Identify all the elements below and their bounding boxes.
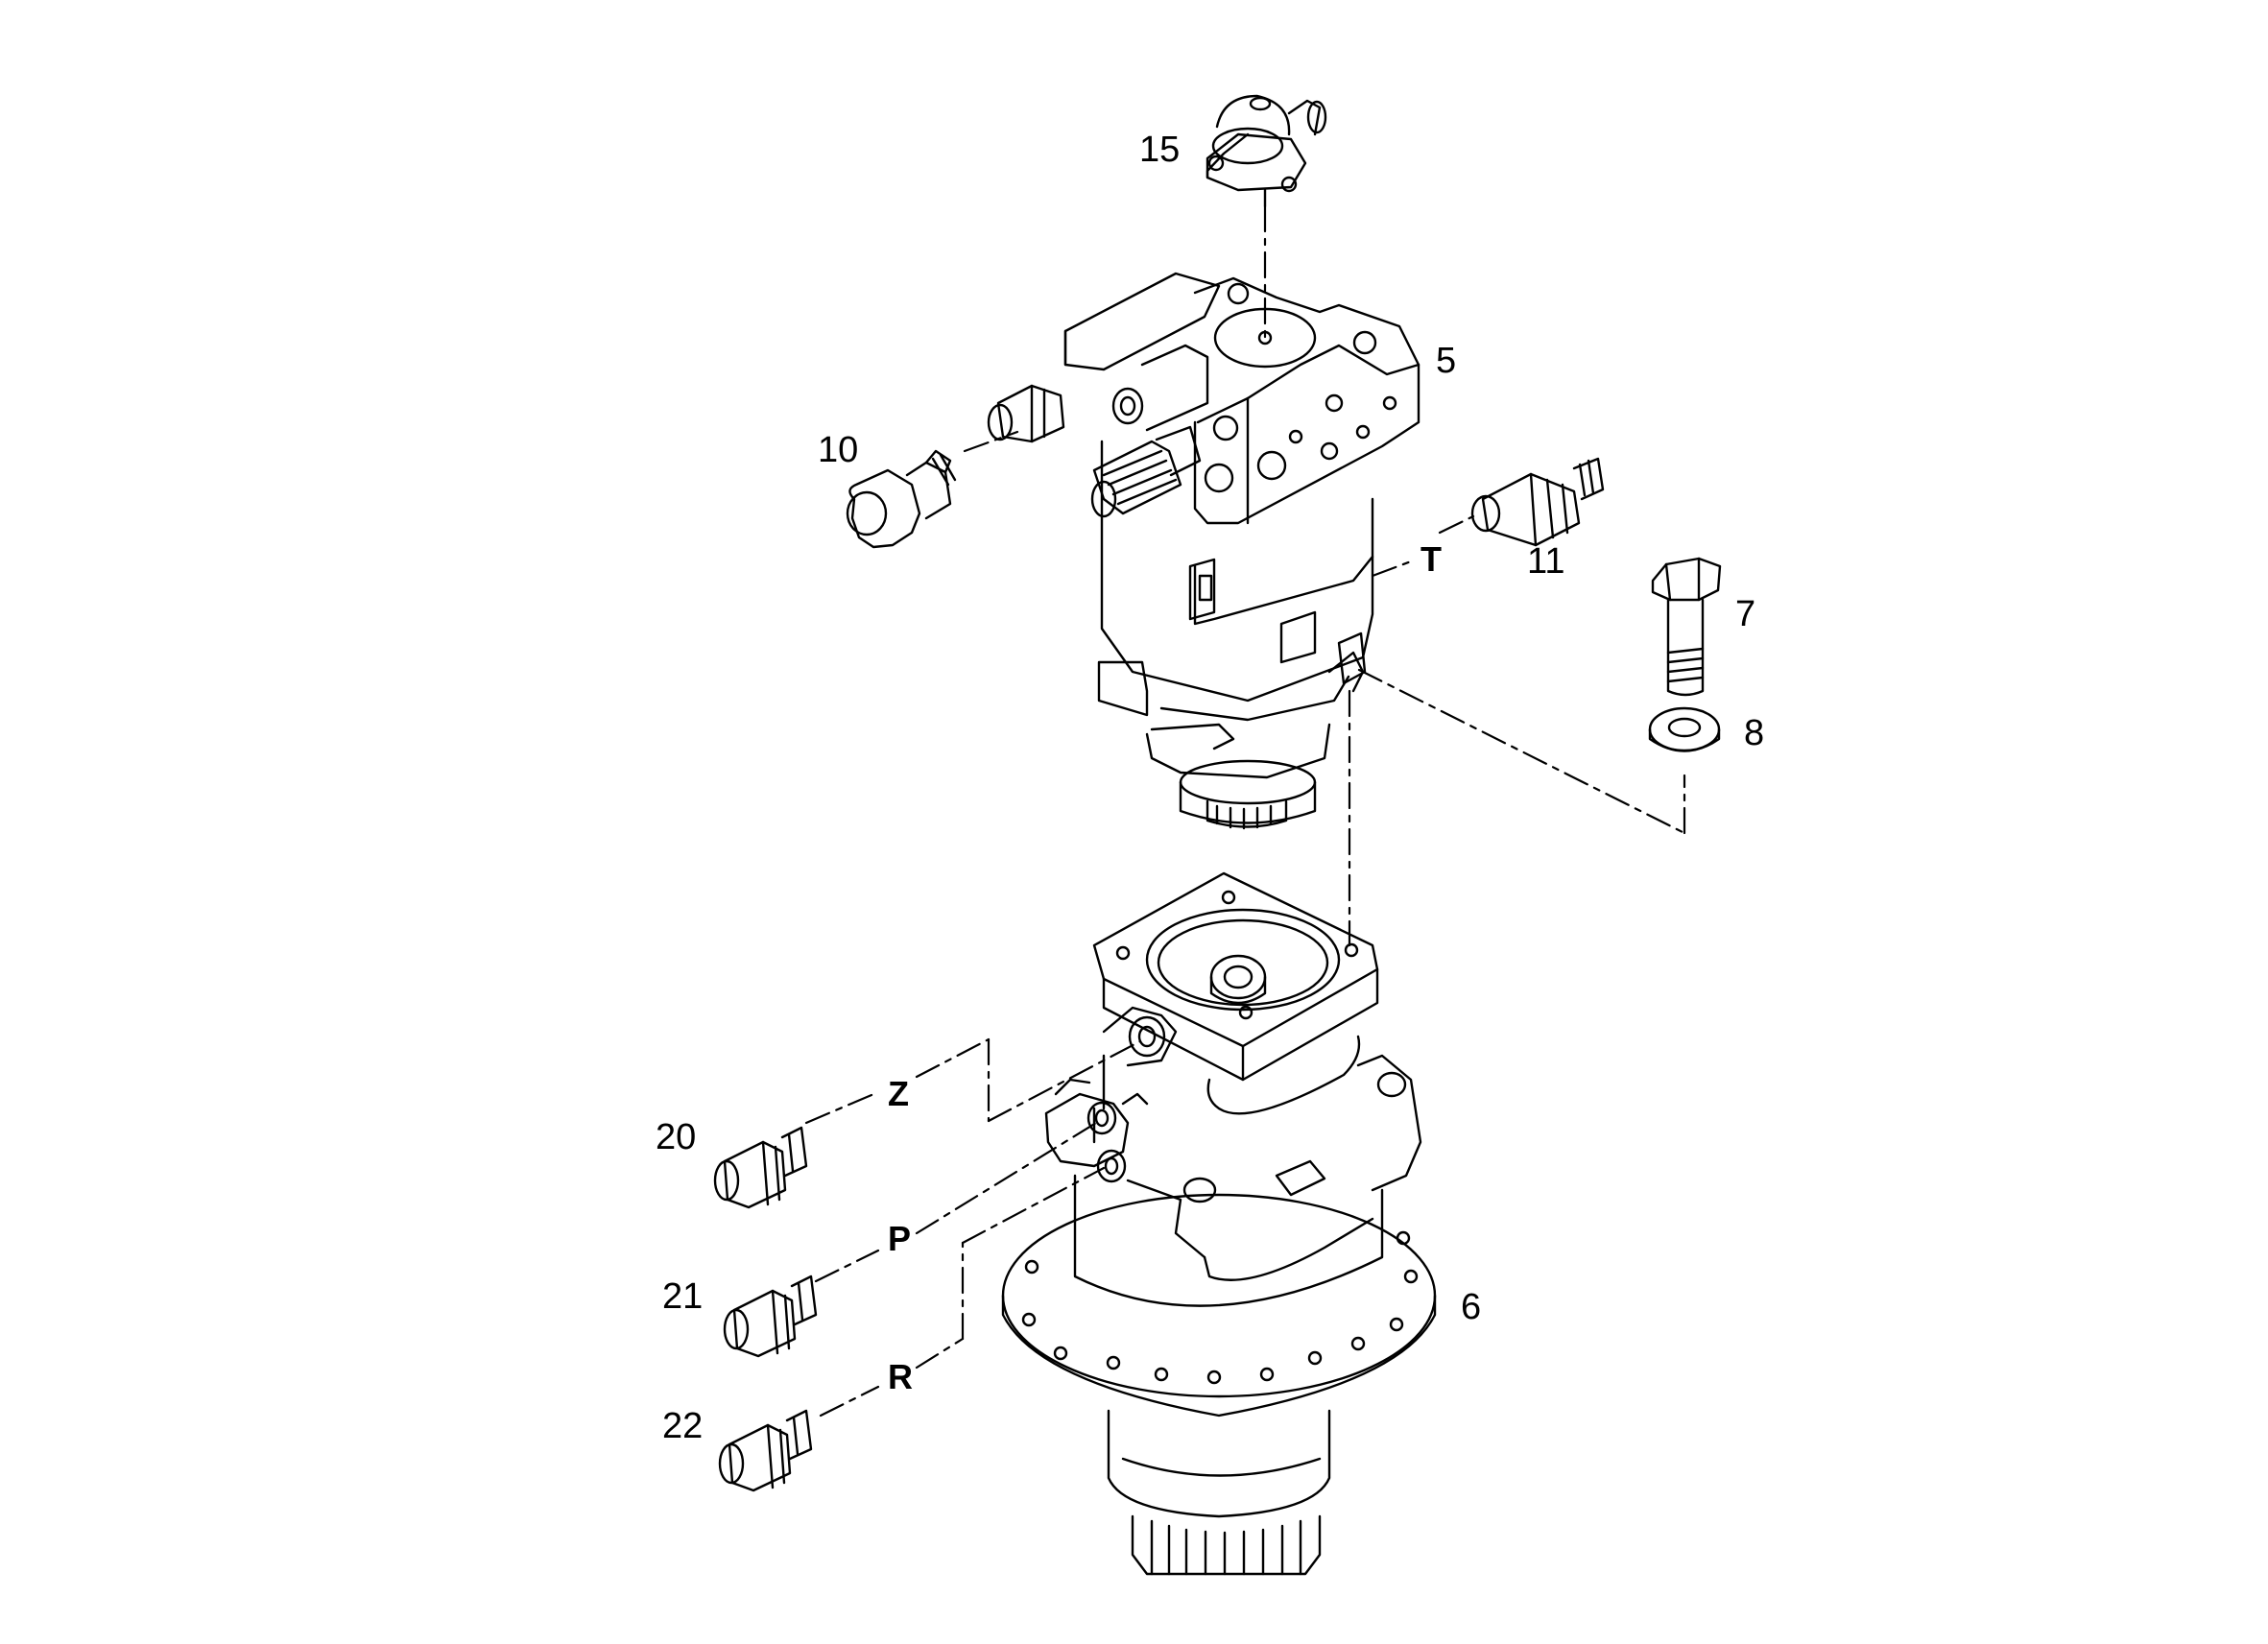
callout-22: 22 [662,1406,704,1446]
callout-8: 8 [1744,713,1765,753]
port-label-r: R [888,1357,913,1396]
part-5-motor [1063,272,1420,830]
callout-10: 10 [818,430,859,470]
part-22-fitting [718,1409,813,1492]
port-label-p: P [888,1219,912,1258]
part-11-fitting [1470,457,1605,547]
port-label-t: T [1420,539,1442,579]
port-label-z: Z [888,1074,909,1113]
callout-7: 7 [1735,594,1756,634]
part-6-gearbox [1001,871,1437,1576]
callout-20: 20 [656,1117,697,1157]
assembly-dashed-lines [804,204,1686,1418]
part-20-fitting [713,1126,808,1209]
callout-6: 6 [1461,1287,1482,1327]
motor-fittings [987,384,1202,518]
part-21-fitting [723,1275,818,1358]
part-7-bolt [1651,557,1722,697]
part-15-sensor [1206,94,1327,208]
part-8-washer [1648,706,1721,752]
callout-15: 15 [1139,130,1181,170]
callout-11: 11 [1527,541,1565,582]
callout-5: 5 [1436,341,1457,381]
part-10-elbow [846,449,957,549]
callout-21: 21 [662,1276,704,1317]
